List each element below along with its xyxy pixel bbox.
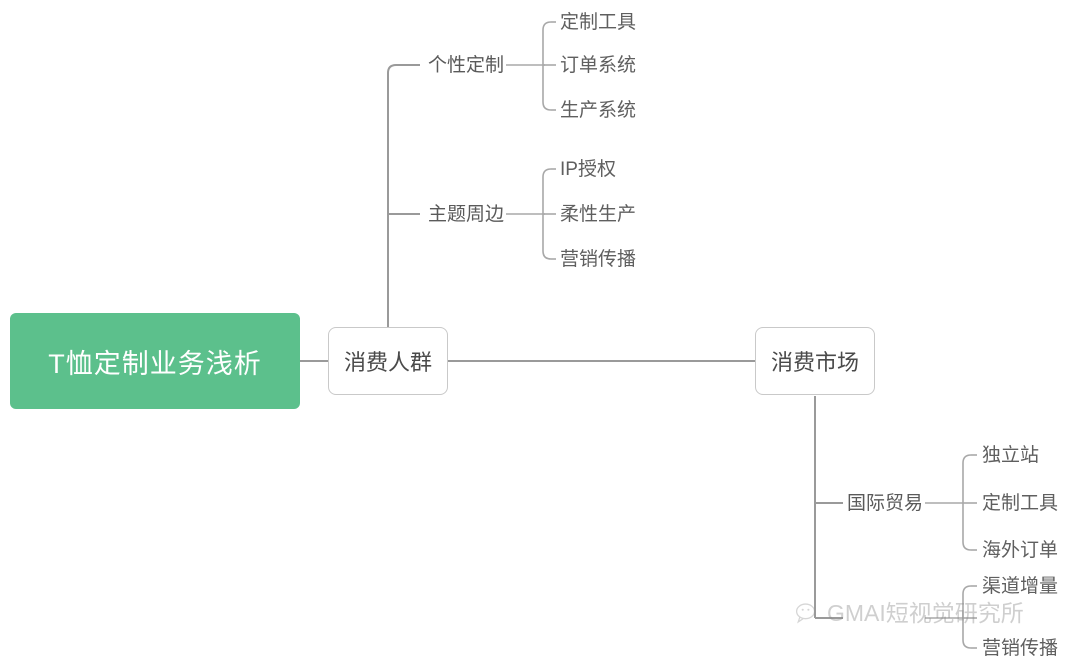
leaf-domestic-trade-3[interactable]: 营销传播: [982, 638, 1059, 659]
leaf-domestic-trade-1[interactable]: 渠道增量: [982, 576, 1059, 597]
leaf-personal-customization-2[interactable]: 订单系统: [560, 55, 637, 76]
node-consumer-market[interactable]: 消费市场: [755, 327, 875, 395]
leaf-international-trade-2[interactable]: 定制工具: [982, 493, 1059, 514]
watermark: GMAI短视觉研究所: [795, 600, 1024, 626]
leaf-international-trade-1[interactable]: 独立站: [982, 445, 1040, 466]
bracket-international-trade: [962, 454, 972, 551]
branch-label-personal-customization[interactable]: 个性定制: [428, 55, 505, 76]
node-consumer-group[interactable]: 消费人群: [328, 327, 448, 395]
bracket-theme-peripherals: [542, 168, 552, 260]
leaf-theme-peripherals-1[interactable]: IP授权: [560, 159, 616, 180]
leaf-personal-customization-1[interactable]: 定制工具: [560, 12, 637, 33]
wechat-icon: [795, 603, 816, 624]
branch-label-theme-peripherals[interactable]: 主题周边: [428, 204, 505, 225]
bracket-domestic-trade: [962, 585, 972, 649]
root-node[interactable]: T恤定制业务浅析: [10, 313, 300, 409]
leaf-personal-customization-3[interactable]: 生产系统: [560, 100, 637, 121]
branch-label-international-trade[interactable]: 国际贸易: [847, 493, 924, 514]
leaf-international-trade-3[interactable]: 海外订单: [982, 540, 1059, 561]
watermark-text: GMAI短视觉研究所: [827, 599, 1024, 626]
leaf-theme-peripherals-3[interactable]: 营销传播: [560, 249, 637, 270]
edge-consumer-group-trunk: [387, 64, 420, 327]
bracket-personal-customization: [542, 21, 552, 111]
leaf-theme-peripherals-2[interactable]: 柔性生产: [560, 204, 637, 225]
